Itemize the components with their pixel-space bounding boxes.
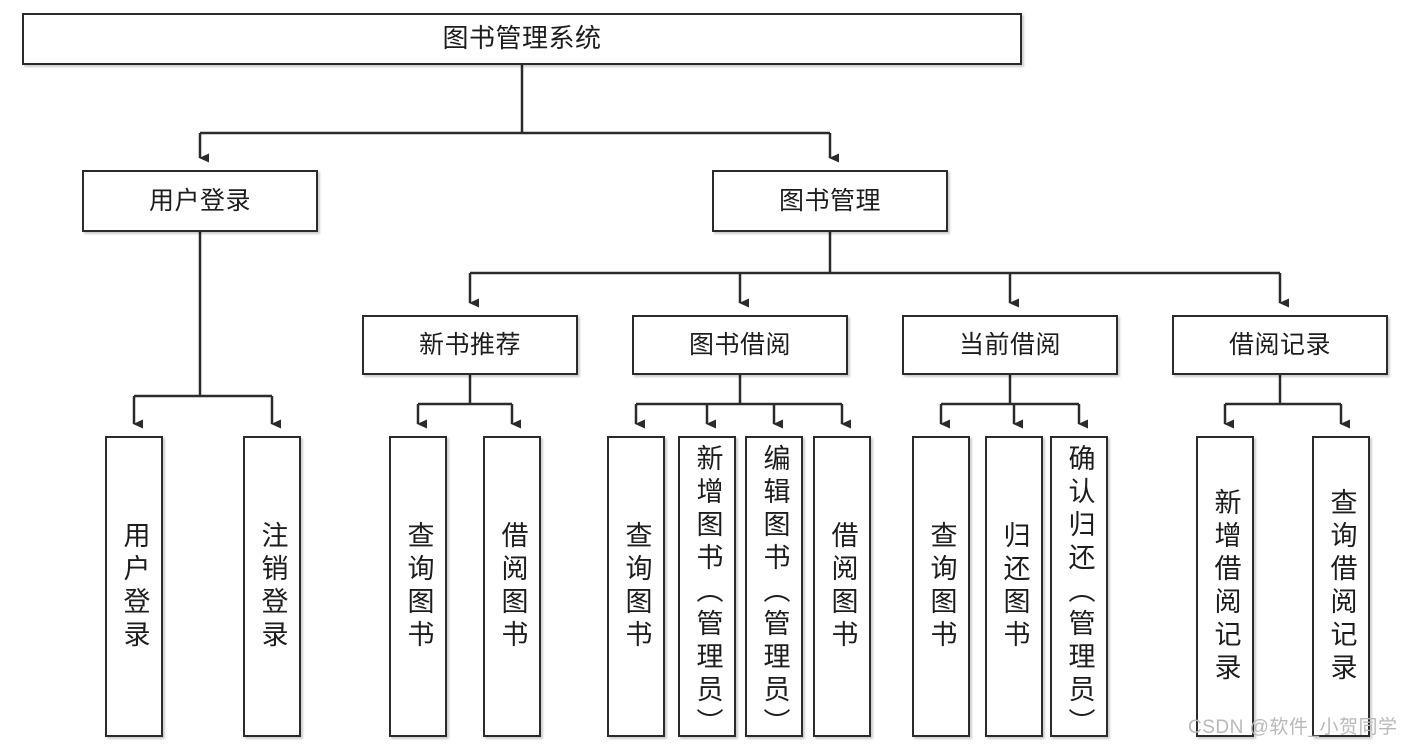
node-label: 当前借阅 <box>958 330 1061 359</box>
node-label: 查询图书 <box>621 520 652 653</box>
leaf-query-borrow-record[interactable]: 查询借阅记录 <box>1312 436 1370 737</box>
leaf-borrow-book-2[interactable]: 借阅图书 <box>813 436 871 737</box>
leaf-query-book-1[interactable]: 查询图书 <box>389 436 447 737</box>
leaf-logout[interactable]: 注销登录 <box>243 436 301 737</box>
leaf-query-book-3[interactable]: 查询图书 <box>912 436 970 737</box>
node-current-borrow[interactable]: 当前借阅 <box>902 315 1118 375</box>
leaf-user-login[interactable]: 用户登录 <box>105 436 163 737</box>
node-label: 新书推荐 <box>418 330 521 359</box>
node-label: 查询图书 <box>403 520 434 653</box>
node-borrow-record[interactable]: 借阅记录 <box>1172 315 1388 375</box>
node-label: 图书管理系统 <box>442 23 602 54</box>
node-label: 编辑图书（管理员） <box>759 444 790 741</box>
node-label: 图书管理 <box>778 186 881 215</box>
node-label: 借阅记录 <box>1228 330 1331 359</box>
leaf-query-book-2[interactable]: 查询图书 <box>607 436 665 737</box>
node-label: 用户登录 <box>119 520 150 653</box>
node-label: 查询借阅记录 <box>1326 487 1357 686</box>
leaf-confirm-return-admin[interactable]: 确认归还（管理员） <box>1050 436 1108 741</box>
node-user-login[interactable]: 用户登录 <box>82 170 318 232</box>
node-label: 注销登录 <box>257 520 288 653</box>
csdn-watermark: CSDN @软件_小贺同学 <box>1188 717 1398 738</box>
node-book-borrow[interactable]: 图书借阅 <box>632 315 848 375</box>
node-label: 确认归还（管理员） <box>1064 444 1095 741</box>
leaf-add-book-admin[interactable]: 新增图书（管理员） <box>678 436 736 741</box>
node-label: 查询图书 <box>926 520 957 653</box>
node-label: 借阅图书 <box>827 520 858 653</box>
leaf-return-book[interactable]: 归还图书 <box>985 436 1043 737</box>
node-label: 借阅图书 <box>497 520 528 653</box>
node-new-book-rec[interactable]: 新书推荐 <box>362 315 578 375</box>
leaf-borrow-book-1[interactable]: 借阅图书 <box>483 436 541 737</box>
node-label: 新增图书（管理员） <box>692 444 723 741</box>
leaf-add-borrow-record[interactable]: 新增借阅记录 <box>1196 436 1254 737</box>
node-book-manage[interactable]: 图书管理 <box>712 170 948 232</box>
node-label: 归还图书 <box>999 520 1030 653</box>
leaf-edit-book-admin[interactable]: 编辑图书（管理员） <box>745 436 803 741</box>
node-label: 图书借阅 <box>688 330 791 359</box>
node-label: 新增借阅记录 <box>1210 487 1241 686</box>
node-label: 用户登录 <box>148 186 251 215</box>
node-root-system[interactable]: 图书管理系统 <box>22 13 1022 65</box>
